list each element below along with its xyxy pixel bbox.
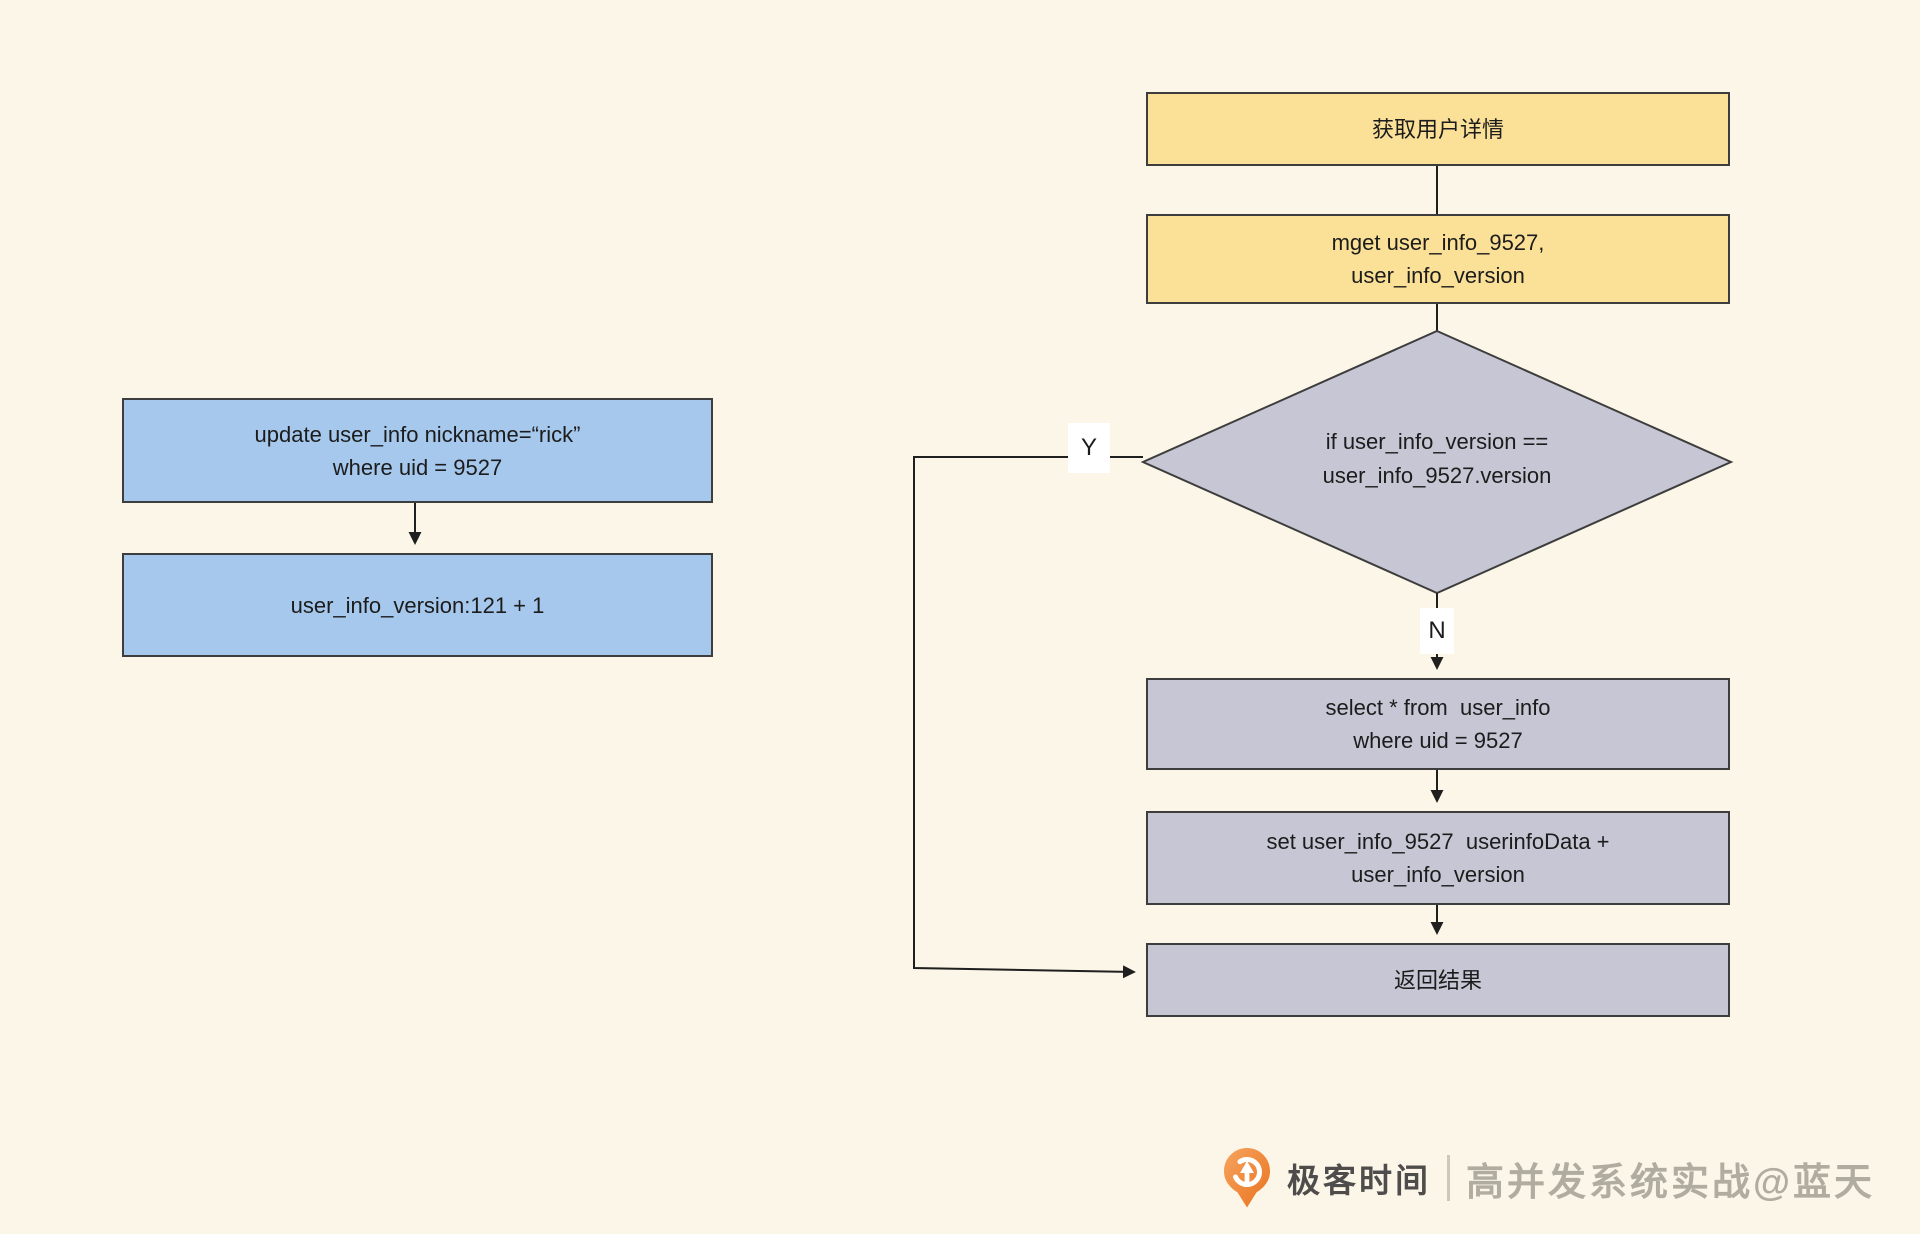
node-text-line: where uid = 9527 bbox=[1353, 728, 1523, 753]
brand-name: 极客时间 bbox=[1287, 1162, 1431, 1199]
label-no: N bbox=[1420, 608, 1454, 654]
node-text-line: update user_info nickname=“rick” bbox=[254, 421, 581, 447]
flow-node-select-sql: select * from user_info where uid = 9527 bbox=[1146, 678, 1730, 770]
node-text-line: 获取用户详情 bbox=[1371, 116, 1504, 142]
node-text-line: mget user_info_9527, bbox=[1331, 230, 1545, 255]
node-text-line: user_info_9527.version bbox=[1322, 463, 1552, 488]
geektime-logo-icon bbox=[1224, 1148, 1270, 1208]
node-text-line: 返回结果 bbox=[1393, 967, 1482, 993]
connector-yes-branch bbox=[913, 456, 1143, 979]
node-text-line: user_info_version bbox=[1351, 263, 1525, 288]
flow-node-set-cache: set user_info_9527 userinfoData + user_i… bbox=[1146, 811, 1730, 905]
node-text-line: user_info_version bbox=[1351, 862, 1525, 887]
node-text-line: user_info_version:121 + 1 bbox=[290, 592, 545, 618]
watermark-text: 高并发系统实战@蓝天 bbox=[1466, 1161, 1876, 1204]
decision-condition-text: if user_info_version == user_info_9527.v… bbox=[1227, 425, 1647, 493]
flow-node-version-increment: user_info_version:121 + 1 bbox=[122, 553, 713, 657]
footer-brand: 极客时间 高并发系统实战@蓝天 bbox=[1223, 1144, 1875, 1212]
footer-divider bbox=[1447, 1155, 1450, 1201]
flow-node-update-sql: update user_info nickname=“rick” where u… bbox=[122, 398, 713, 503]
flow-node-get-user-detail: 获取用户详情 bbox=[1146, 92, 1730, 166]
label-yes: Y bbox=[1068, 423, 1110, 473]
flow-node-mget-cache: mget user_info_9527, user_info_version bbox=[1146, 214, 1730, 304]
node-text-line: select * from user_info bbox=[1325, 695, 1551, 720]
flow-node-return-result: 返回结果 bbox=[1146, 943, 1730, 1017]
node-text-line: if user_info_version == bbox=[1325, 429, 1549, 454]
node-text-line: where uid = 9527 bbox=[332, 454, 503, 480]
node-text-line: set user_info_9527 userinfoData + bbox=[1266, 829, 1610, 854]
